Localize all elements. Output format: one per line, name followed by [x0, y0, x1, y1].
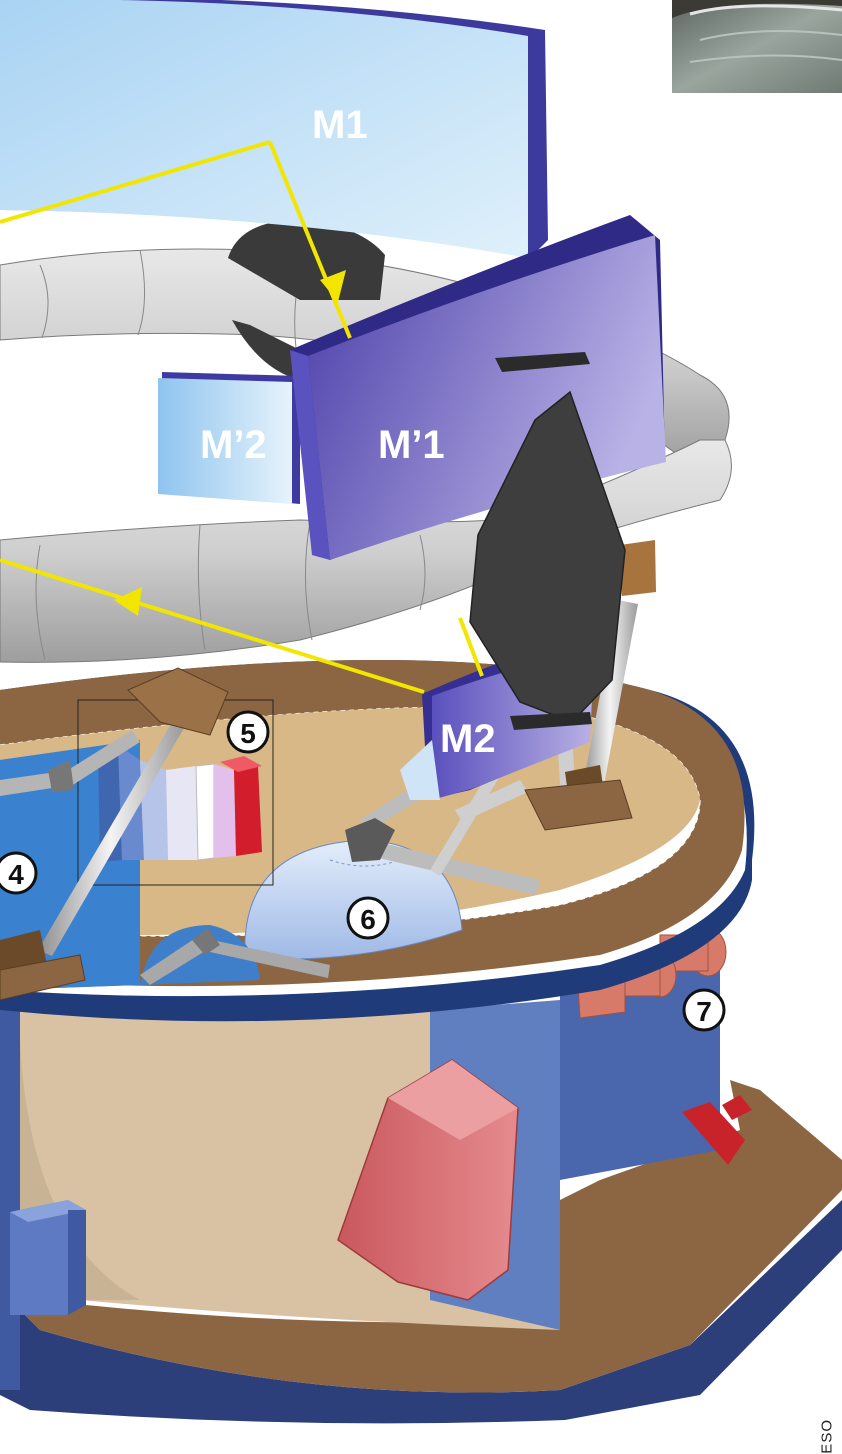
mirror-m1 [0, 0, 548, 258]
beam-arrowheads [114, 270, 346, 616]
image-credit: ESO [819, 1419, 836, 1454]
callout-4: 4 [0, 851, 38, 895]
label-m2: M2 [440, 717, 496, 761]
mirror-labels: M1 M’2 M’1 M2 [200, 103, 496, 761]
label-m1: M1 [312, 103, 368, 147]
light-beam [0, 140, 484, 694]
callout-6-text: 6 [360, 904, 376, 935]
inset-photo [672, 0, 842, 93]
secondary-hexagon [469, 352, 626, 730]
base-plate [0, 1080, 842, 1424]
arrow-down-icon [320, 270, 346, 302]
label-m-prime-2: M’2 [200, 423, 267, 467]
label-m-prime-1: M’1 [378, 423, 445, 467]
brown-wedge [127, 667, 229, 736]
actuators [0, 540, 656, 1001]
beam-incoming [0, 140, 271, 224]
red-fixture [682, 1095, 752, 1165]
callout-5: 5 [226, 710, 270, 754]
beam-to-m2 [458, 617, 484, 677]
arrow-left-icon [114, 587, 142, 616]
mirror-m-prime-2 [158, 372, 300, 504]
callout-7-text: 7 [696, 996, 712, 1027]
electronics-box [10, 1200, 86, 1315]
beam-tube-lower [0, 439, 732, 663]
beam-to-m-prime-1 [268, 141, 352, 339]
hub [228, 220, 385, 380]
red-tank [337, 1059, 519, 1301]
callout-4-text: 4 [8, 859, 24, 890]
callout-5-text: 5 [240, 718, 256, 749]
callout-7: 7 [682, 988, 726, 1032]
beam-return [0, 558, 425, 694]
callout-6: 6 [346, 896, 390, 940]
